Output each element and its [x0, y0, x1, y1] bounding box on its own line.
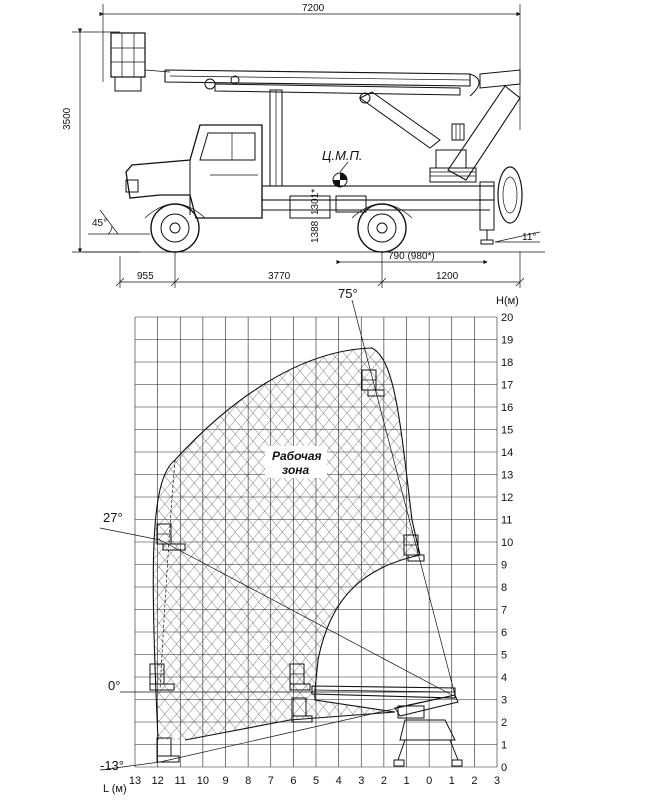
basket-position-right-upper [403, 534, 425, 562]
turntable [429, 149, 477, 183]
truck-cab [125, 124, 263, 219]
h-tick-label: 20 [501, 312, 513, 324]
working-zone-diagram: H(м) L (м) Рабочая зона 75° 27° 0° -13° … [99, 286, 519, 795]
h-tick-label: 10 [501, 537, 513, 549]
l-tick-label: 2 [471, 775, 477, 787]
l-tick-label: 12 [152, 775, 164, 787]
center-of-mass-marker: Ц.М.П. [322, 148, 363, 188]
zone-label-line1: Рабочая [272, 449, 322, 463]
rear-wheel [351, 203, 413, 253]
l-tick-label: 13 [129, 775, 141, 787]
zone-label-box [265, 446, 327, 478]
l-tick-label: 5 [313, 775, 319, 787]
l-tick-label: 6 [290, 775, 296, 787]
l-tick-label: 11 [175, 775, 186, 787]
l-axis-label: L (м) [103, 783, 127, 795]
h-tick-label: 6 [501, 627, 507, 639]
support-offset-label: 790 (980*) [388, 251, 435, 262]
h-tick-label: 14 [501, 447, 513, 459]
angle-label-75: 75° [338, 286, 358, 301]
diagram-boom-stowed [311, 685, 463, 767]
overall-length-label: 7200 [302, 3, 325, 14]
rear-overhang-label: 1200 [436, 271, 459, 282]
angle-label-27: 27° [103, 510, 123, 525]
l-tick-label: 2 [381, 775, 387, 787]
l-tick-label: 1 [449, 775, 455, 787]
front-overhang-label: 955 [137, 271, 154, 282]
overall-height-label: 3500 [62, 107, 73, 130]
l-tick-label: 3 [358, 775, 364, 787]
lower-boom [359, 85, 521, 181]
wheelbase-label: 3770 [268, 271, 291, 282]
frame-height-label: 1301* [310, 189, 321, 215]
h-tick-label: 3 [501, 695, 507, 707]
h-tick-label: 16 [501, 402, 513, 414]
zone-label-line2: зона [282, 463, 310, 477]
h-tick-label: 15 [501, 425, 513, 437]
basket-position-75deg [361, 369, 385, 397]
l-tick-label: 0 [426, 775, 432, 787]
bottom-dimension-chain: 955 3770 1200 [115, 252, 525, 288]
basket-position-mid-lower [291, 697, 313, 723]
h-tick-label: 13 [501, 470, 513, 482]
l-tick-label: 8 [245, 775, 251, 787]
h-tick-label: 11 [501, 515, 512, 527]
angle-label-0: 0° [108, 678, 120, 693]
work-basket [110, 32, 171, 92]
h-tick-label: 0 [501, 762, 507, 774]
h-tick-label: 19 [501, 335, 513, 347]
front-wheel [144, 203, 206, 253]
h-tick-label: 12 [501, 492, 513, 504]
h-tick-label: 9 [501, 560, 507, 572]
approach-angle-label: 45° [92, 218, 107, 229]
approach-angle-mark: 45° [88, 209, 150, 235]
boom-rest-post [269, 89, 283, 187]
vehicle-side-view: 7200 3500 [62, 3, 545, 288]
center-of-mass-label: Ц.М.П. [322, 148, 363, 163]
basket-position-0deg-left [149, 663, 175, 691]
h-tick-label: 4 [501, 672, 507, 684]
working-zone-outline [152, 347, 421, 741]
basket-position-0deg-mid [289, 663, 311, 691]
h-tick-label: 8 [501, 582, 507, 594]
spare-wheel [497, 166, 523, 224]
l-tick-label: 9 [222, 775, 228, 787]
l-tick-label: 3 [494, 775, 500, 787]
h-tick-label: 17 [501, 380, 513, 392]
angle-label-minus13: -13° [100, 758, 124, 773]
h-tick-label: 1 [501, 740, 507, 752]
l-tick-label: 1 [403, 775, 409, 787]
h-axis-label: H(м) [496, 295, 519, 307]
departure-angle-mark: 11° [494, 231, 541, 243]
overall-length-dimension: 7200 [99, 3, 521, 130]
l-tick-label: 4 [336, 775, 342, 787]
h-tick-label: 2 [501, 717, 507, 729]
l-tick-label: 10 [197, 775, 209, 787]
grid-lines [134, 316, 498, 768]
support-offset-dimension: 790 (980*) [336, 251, 488, 265]
basket-position-minus13deg [156, 737, 180, 763]
truck-chassis [261, 181, 495, 245]
h-tick-label: 5 [501, 650, 507, 662]
l-tick-label: 7 [268, 775, 274, 787]
h-tick-label: 18 [501, 357, 513, 369]
basket-position-27deg [156, 523, 186, 551]
departure-angle-label: 11° [522, 232, 536, 243]
support-height-label: 1388 [310, 220, 321, 243]
upper-boom [164, 69, 521, 97]
h-tick-label: 7 [501, 605, 507, 617]
